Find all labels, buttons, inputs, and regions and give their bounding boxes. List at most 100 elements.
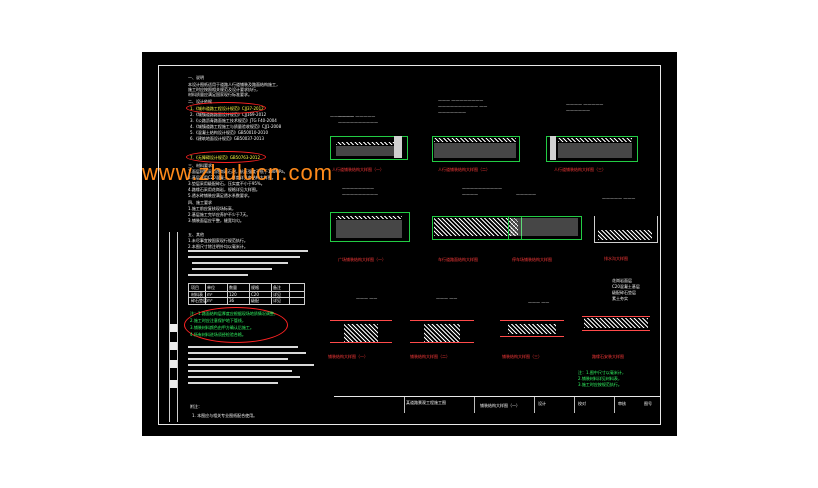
table-header: 备注 xyxy=(273,285,281,290)
detail-2-caption: 人行道铺装结构大样图（二） xyxy=(438,167,490,172)
note-line: 4.《城镇道路工程施工与质量验收规范》CJJ1-2008 xyxy=(190,124,282,129)
note-line: 2.基层采用C20混凝土，厚度详见各结构大样图。 xyxy=(188,175,276,180)
text-bar xyxy=(188,364,314,366)
table-header: 规格 xyxy=(251,285,259,290)
detail-3-section xyxy=(546,118,638,162)
note-line: 1.面层材料采用花岗岩石材，抗压强度不低于100MPa。 xyxy=(188,169,288,174)
table-header: 数量 xyxy=(229,285,237,290)
note-line: 6.《建筑地面设计规范》GB50037-2013 xyxy=(190,136,265,141)
note-line: 四、施工要求 xyxy=(188,200,212,205)
notes-heading: 一、说明 xyxy=(188,75,204,80)
detail-2-leader: ——————— xyxy=(438,110,466,115)
detail-6-section xyxy=(508,206,582,240)
detail-6-leader: ————— xyxy=(516,192,536,197)
note-line: 2.《城镇道路路面设计规范》CJJ169-2012 xyxy=(190,112,267,117)
green-note: 3.铺装材料颜色由甲方确认后施工。 xyxy=(190,325,254,330)
detail-1-section: —————— xyxy=(330,114,408,162)
detail-3-leader: ———— ————— xyxy=(566,102,604,107)
legend-item: 素土夯实 xyxy=(612,296,628,301)
note-line: 4.路缘石采用花岗岩，规格详见大样图。 xyxy=(188,187,260,192)
green-note: 2.施工时应注意保护地下管线， xyxy=(190,318,246,323)
detail-6-caption: 停车场铺装结构大样图 xyxy=(512,257,552,262)
green-note-right: 3.施工时应按规范执行。 xyxy=(578,382,622,387)
note-line: 五、其他 xyxy=(188,232,204,237)
binding-strip-inner xyxy=(177,232,178,422)
drawing-frame xyxy=(158,65,661,425)
table-cell: C20 xyxy=(251,292,259,297)
detail-10-caption: 铺装结构大样图（三） xyxy=(502,354,542,359)
detail-4-section xyxy=(330,202,410,242)
table-header: 项目 xyxy=(191,285,199,290)
table-cell: 详见 xyxy=(273,298,281,303)
detail-1-caption: 人行道铺装结构大样图（一） xyxy=(332,167,384,172)
text-bar xyxy=(188,358,288,360)
red-markup-ellipse xyxy=(186,102,266,114)
table-cell: 详见 xyxy=(273,292,281,297)
project-name: 某道路景观工程施工图 xyxy=(406,400,446,405)
detail-3-caption: 人行道铺装结构大样图（三） xyxy=(554,167,606,172)
text-bar xyxy=(188,274,248,276)
note-line: 3.《公路沥青路面施工技术规范》JTG F40-2004 xyxy=(190,118,277,123)
detail-10-section xyxy=(500,314,564,344)
table-cell: 材料表 xyxy=(191,292,203,297)
legend-item: 花岗岩面层 xyxy=(612,278,632,283)
detail-9-leader: ——— —— xyxy=(436,296,458,301)
text-bar xyxy=(188,376,300,378)
detail-9-section xyxy=(410,314,474,348)
green-note-right: 2.铺装材料详见材料表， xyxy=(578,376,622,381)
table-cell: 36 xyxy=(229,298,235,303)
drawing-viewport[interactable]: 一、说明 本设计图纸适用于道路人行道铺装及路面结构施工， 施工时应按照相关规范及… xyxy=(142,52,677,436)
detail-5-section xyxy=(432,202,522,242)
legend-item: C20混凝土基层 xyxy=(612,284,640,289)
note-line: 施工时应按照相关规范及设计要求执行， xyxy=(188,87,260,92)
table-header: 单位 xyxy=(207,285,215,290)
note-line: 3.铺装面层应平整，缝宽均匀。 xyxy=(188,218,244,223)
binding-strip-mark xyxy=(170,324,177,332)
note-line: 5.透水砖铺装应满足透水系数要求。 xyxy=(188,193,252,198)
text-bar xyxy=(188,382,278,384)
note-line: 本设计图纸适用于道路人行道铺装及路面结构施工， xyxy=(188,82,280,87)
text-bar xyxy=(192,262,288,264)
drawing-title: 铺装结构大样图（一） xyxy=(480,403,520,408)
text-bar xyxy=(192,268,272,270)
detail-1-leader: ———— ————— xyxy=(338,114,376,119)
text-bar xyxy=(188,250,308,252)
red-markup-ellipse xyxy=(184,307,288,343)
detail-8-section xyxy=(330,314,392,348)
detail-7-section xyxy=(594,202,658,246)
note-line: 2.基层施工完毕应养护不少于7天。 xyxy=(188,212,251,217)
note-line: 3.垫层采用级配碎石，压实度不小于95%。 xyxy=(188,181,265,186)
text-bar xyxy=(188,352,306,354)
footer-label: 附注： xyxy=(190,404,202,409)
red-markup-ellipse xyxy=(186,151,266,163)
detail-4-leader: ———————— xyxy=(342,186,374,191)
detail-5-caption: 车行道路面结构大样图 xyxy=(438,257,478,262)
detail-2-leader: ——— ———————— xyxy=(438,98,484,103)
note-line: 三、材料要求 xyxy=(188,163,212,168)
detail-8-leader: ——— —— xyxy=(356,296,378,301)
note-line: 5.《混凝土结构设计规范》GB50010-2010 xyxy=(190,130,269,135)
green-note-right: 注：1.图中尺寸以毫米计， xyxy=(578,370,626,375)
text-bar xyxy=(188,370,292,372)
titleblock-cell: 校对 xyxy=(578,401,586,406)
detail-11-caption: 路缘石安装大样图 xyxy=(592,354,624,359)
detail-4-leader: ————————— xyxy=(342,192,378,197)
binding-strip xyxy=(169,232,170,422)
title-block: 某道路景观工程施工图 铺装结构大样图（一） 设计 校对 审核 图号 xyxy=(334,396,661,413)
text-bar xyxy=(188,256,300,258)
note-line: 1.未尽事宜按国家现行规范执行。 xyxy=(188,238,248,243)
legend-item: 级配碎石垫层 xyxy=(612,290,636,295)
green-note: 4.所有材料进场须经检验合格。 xyxy=(190,332,246,337)
titleblock-cell: 审核 xyxy=(618,401,626,406)
detail-7-caption: 排水沟大样图 xyxy=(604,256,628,261)
note-line: 材料质量应满足国家现行标准要求。 xyxy=(188,92,252,97)
detail-3-leader: —————— xyxy=(566,108,590,113)
binding-strip-mark xyxy=(170,342,177,350)
note-line: 1.施工前应复核现场标高， xyxy=(188,206,236,211)
binding-strip-mark xyxy=(170,380,177,388)
footer-line: 1. 本图应与相关专业图纸配合使用。 xyxy=(192,413,258,418)
green-note: 注：1.路面结构层厚度应根据现场地质情况调整， xyxy=(190,311,278,316)
table-cell: 120 xyxy=(229,292,237,297)
detail-11-section xyxy=(582,296,650,348)
note-line: 二、设计依据 xyxy=(188,99,212,104)
